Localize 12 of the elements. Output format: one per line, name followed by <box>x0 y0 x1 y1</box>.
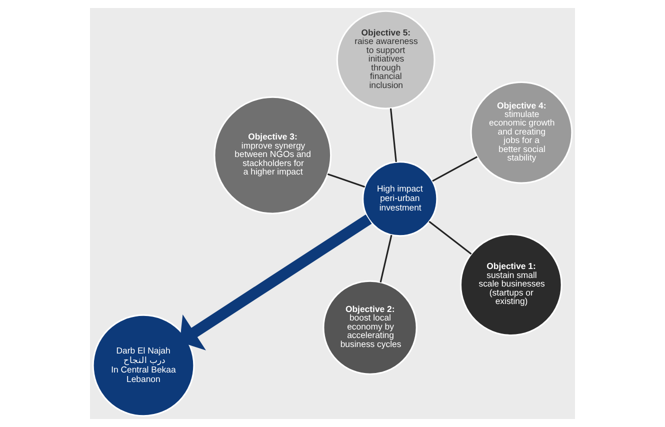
node-circle: Objective 3: improve synergy between NGOs and stackholders for a higher impact <box>214 96 332 214</box>
arrow <box>180 214 372 350</box>
connector <box>390 108 397 162</box>
node-circle: Objective 5: raise awareness to support initiatives through financial inclusion <box>336 10 436 110</box>
connector <box>327 173 366 188</box>
connector <box>432 156 478 182</box>
node-circle: High impact peri-urban investment <box>362 161 438 237</box>
node-circle: Objective 1: sustain small scale businesses (startups or existing) <box>460 234 562 336</box>
connector <box>428 220 472 255</box>
node-circle: Objective 2: boost local economy by accelerating business cycles <box>322 280 418 375</box>
node-circle: Objective 4: stimulate economic growth and creating jobs for a better social stability <box>470 81 573 184</box>
connector <box>380 234 392 282</box>
